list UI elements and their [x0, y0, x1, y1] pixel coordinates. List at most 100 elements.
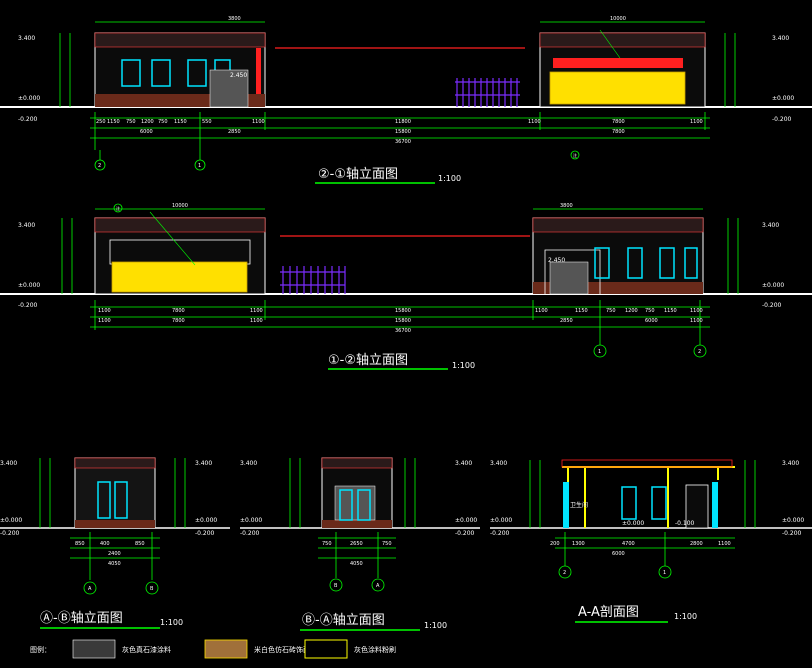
top-dim: 3800 — [560, 203, 573, 209]
fence — [280, 266, 346, 294]
svg-text:750: 750 — [158, 119, 168, 125]
svg-text:1300: 1300 — [572, 541, 585, 547]
svg-text:750: 750 — [126, 119, 136, 125]
dims-row1: 1100 7800 1100 15800 1100 1150 750 1200 … — [98, 308, 703, 314]
svg-text:7800: 7800 — [172, 308, 185, 314]
svg-text:3.400: 3.400 — [240, 460, 257, 467]
svg-text:-0.200: -0.200 — [455, 530, 475, 537]
legend-item: 灰色涂料粉刷 — [354, 645, 396, 654]
wall-cut — [563, 482, 569, 528]
level-top-left: 3.400 — [18, 222, 35, 229]
svg-text:1100: 1100 — [535, 308, 548, 314]
svg-text:4700: 4700 — [622, 541, 635, 547]
windows — [97, 481, 128, 519]
view-title: Ⓐ-Ⓑ轴立面图 — [40, 611, 123, 626]
svg-text:750: 750 — [322, 541, 332, 547]
svg-text:6000: 6000 — [645, 318, 658, 324]
view-scale: 1:100 — [160, 618, 183, 627]
svg-text:7800: 7800 — [612, 129, 625, 135]
hedge — [111, 261, 248, 293]
svg-text:1100: 1100 — [98, 318, 111, 324]
door-level: 2.450 — [230, 72, 247, 79]
base-band — [322, 520, 392, 528]
elevation-1-2: 2.450 1100 7800 1100 15800 1100 1150 750… — [0, 203, 812, 370]
legend-swatch-paint — [304, 639, 348, 659]
svg-text:±0.000: ±0.000 — [455, 517, 477, 524]
svg-text:15800: 15800 — [395, 318, 411, 324]
view-title: A-A剖面图 — [578, 605, 639, 620]
axis-bubbles — [113, 203, 707, 358]
svg-text:1100: 1100 — [252, 119, 265, 125]
svg-text:2650: 2650 — [350, 541, 363, 547]
axis-bubbles — [329, 578, 385, 592]
hedge — [549, 71, 686, 105]
svg-text:1100: 1100 — [690, 318, 703, 324]
svg-text:3.400: 3.400 — [195, 460, 212, 467]
svg-text:2400: 2400 — [108, 551, 121, 557]
axis-b: B — [334, 583, 338, 589]
svg-text:-0.200: -0.200 — [490, 530, 510, 537]
dimension-lines — [289, 458, 416, 578]
leader — [599, 29, 621, 59]
roof-band — [94, 217, 266, 233]
dimension-lines — [61, 208, 739, 345]
svg-text:±0.000: ±0.000 — [240, 517, 262, 524]
svg-text:7800: 7800 — [612, 119, 625, 125]
svg-text:1100: 1100 — [528, 119, 541, 125]
level-ground-right: -0.200 — [772, 116, 792, 123]
svg-text:1100: 1100 — [250, 318, 263, 324]
legend-item: 灰色真石漆涂料 — [122, 645, 171, 654]
legend-swatch-gray — [72, 639, 116, 659]
svg-text:1100: 1100 — [98, 308, 111, 314]
roof-band — [321, 457, 393, 469]
door — [334, 485, 376, 521]
section-zero: ±0.000 — [622, 520, 644, 527]
svg-text:15800: 15800 — [395, 308, 411, 314]
fence — [455, 78, 520, 107]
svg-text:850: 850 — [135, 541, 145, 547]
leader — [149, 211, 196, 266]
section-outline — [562, 466, 735, 528]
elevation-b-a: 750 2650 750 4050 3.400 ±0.000 -0.200 3.… — [240, 457, 480, 631]
top-dim: 10000 — [172, 203, 188, 209]
room-label: 卫生间 — [570, 501, 588, 509]
svg-text:3.400: 3.400 — [0, 460, 17, 467]
svg-text:750: 750 — [645, 308, 655, 314]
svg-text:-0.200: -0.200 — [240, 530, 260, 537]
level-top-right: 3.400 — [772, 35, 789, 42]
top-dim: 3800 — [228, 16, 241, 22]
axis-a: A — [376, 583, 380, 589]
axis-a: A — [88, 586, 92, 592]
legend-label: 图例： — [30, 645, 51, 654]
svg-text:1200: 1200 — [625, 308, 638, 314]
axis-2: 2 — [698, 349, 701, 355]
level-top-right: 3.400 — [762, 222, 779, 229]
svg-text:4050: 4050 — [350, 561, 363, 567]
svg-text:250: 250 — [96, 119, 106, 125]
dims-row1: 250 1150 750 1200 750 1150 550 1100 1180… — [96, 119, 703, 125]
level-zero-left: ±0.000 — [18, 282, 40, 289]
axis-bubbles — [94, 150, 580, 171]
svg-text:11800: 11800 — [395, 119, 411, 125]
axis-1: 1 — [598, 349, 601, 355]
svg-text:850: 850 — [75, 541, 85, 547]
dimension-lines — [39, 458, 186, 580]
svg-text:1150: 1150 — [575, 308, 588, 314]
roof-band — [74, 457, 156, 469]
view-scale: 1:100 — [424, 621, 447, 630]
svg-text:-0.200: -0.200 — [195, 530, 215, 537]
base-band — [75, 520, 155, 528]
red-column — [256, 48, 261, 94]
roof-band — [532, 217, 704, 233]
section-step: -0.100 — [675, 520, 695, 527]
svg-text:±0.000: ±0.000 — [195, 517, 217, 524]
legend-item: 米白色仿石砖饰面 — [254, 645, 310, 654]
svg-text:1150: 1150 — [107, 119, 120, 125]
svg-text:3.400: 3.400 — [782, 460, 799, 467]
roof-band — [539, 32, 706, 48]
svg-text:3.400: 3.400 — [455, 460, 472, 467]
dimension-lines — [59, 21, 736, 150]
elevation-2-1: 2.450 250 1150 — [0, 16, 812, 184]
view-title: ①-②轴立面图 — [328, 353, 408, 368]
door-gate — [209, 69, 249, 108]
